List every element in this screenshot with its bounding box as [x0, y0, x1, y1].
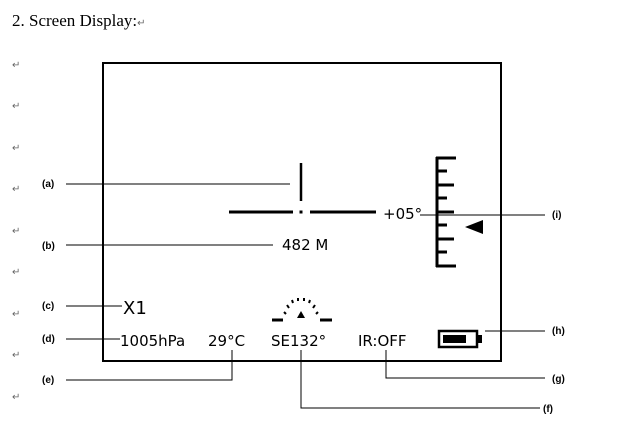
compass-heading-readout: SE132°: [271, 332, 326, 350]
tilt-indicator-arrow-icon: [465, 220, 483, 234]
callout-leaders: [66, 183, 545, 409]
svg-text:↵: ↵: [12, 309, 20, 320]
heading: 2. Screen Display:↵: [12, 11, 146, 30]
svg-text:↵: ↵: [12, 184, 20, 195]
label-c: (c): [42, 301, 54, 312]
label-d: (d): [42, 334, 55, 345]
svg-text:↵: ↵: [12, 101, 20, 112]
label-i: (i): [552, 210, 561, 221]
tilt-readout: +05°: [383, 205, 422, 223]
svg-text:↵: ↵: [12, 392, 20, 403]
svg-text:↵: ↵: [12, 350, 20, 361]
screen-frame: [102, 62, 502, 362]
pressure-readout: 1005hPa: [120, 332, 185, 350]
label-b: (b): [42, 241, 55, 252]
label-a: (a): [42, 179, 54, 190]
svg-text:↵: ↵: [12, 226, 20, 237]
svg-text:↵: ↵: [12, 267, 20, 278]
svg-text:↵: ↵: [12, 60, 20, 71]
label-f: (f): [543, 404, 553, 415]
svg-text:↵: ↵: [12, 143, 20, 154]
label-h: (h): [552, 326, 565, 337]
tilt-scale: [435, 156, 456, 268]
label-g: (g): [552, 374, 565, 385]
paragraph-marks: ↵ ↵ ↵ ↵ ↵ ↵ ↵ ↵ ↵: [12, 60, 20, 403]
crosshair-reticle: [229, 163, 376, 214]
distance-readout: 482 M: [282, 236, 328, 254]
ir-status-readout: IR:OFF: [358, 332, 407, 350]
temperature-readout: 29°C: [208, 332, 245, 350]
compass-arc-icon: [272, 298, 332, 322]
battery-icon: [437, 329, 482, 349]
label-e: (e): [42, 375, 54, 386]
zoom-readout: X1: [123, 298, 147, 319]
